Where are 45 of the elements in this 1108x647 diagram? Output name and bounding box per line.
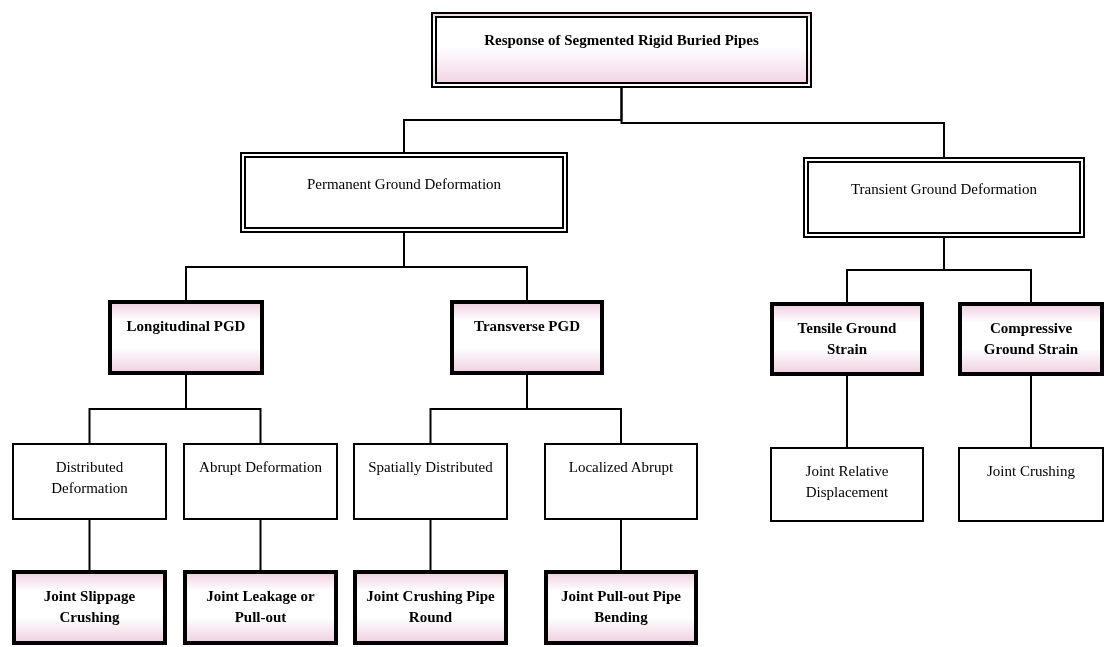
node-label: Tensile Ground Strain [796,319,898,359]
connector-line [1030,375,1032,448]
connector-line [429,519,432,571]
connector-line [620,519,622,571]
node-label: Abrupt Deformation [199,458,322,477]
node-label: Compressive Ground Strain [982,319,1080,359]
subcategory-box [770,302,924,376]
node-label: Localized Abrupt [568,458,674,477]
category-box [240,152,568,233]
node-label: Permanent Ground Deformation [306,175,502,194]
mechanism-box [12,443,167,520]
subcategory-box [450,300,604,375]
failure-mode-box [12,570,167,645]
connector-line [403,232,528,301]
node-label: Response of Segmented Rigid Buried Pipes [484,31,759,50]
title-box [431,12,812,88]
node-label: Distributed Deformation [50,458,129,498]
node-label: Transverse PGD [474,317,580,336]
mechanism-box [183,443,338,520]
node-label: Joint Pull-out Pipe Bending [560,587,682,627]
connector-line [259,519,262,571]
node-label: Transient Ground Deformation [850,180,1038,199]
node-label: Spatially Distributed [368,458,493,477]
subcategory-box [958,302,1104,376]
category-box [803,157,1085,238]
connector-line [943,237,1032,303]
connector-line [185,374,262,444]
subcategory-box [108,300,264,375]
node-label: Joint Crushing [987,462,1075,481]
failure-mode-box [544,570,698,645]
connector-line [846,375,848,448]
mechanism-box [544,443,698,520]
mechanism-box [770,447,924,522]
failure-mode-box [353,570,508,645]
node-label: Longitudinal PGD [126,317,246,336]
node-label: Joint Leakage or Pull-out [205,587,316,627]
mechanism-box [958,447,1104,522]
mechanism-box [353,443,508,520]
connector-line [620,87,945,158]
node-label: Joint Slippage Crushing [42,587,137,627]
node-label: Joint Crushing Pipe Round [365,587,496,627]
node-label: Joint Relative Displacement [804,462,890,502]
connector-line [526,374,622,444]
connector-line [88,519,91,571]
failure-mode-box [183,570,338,645]
